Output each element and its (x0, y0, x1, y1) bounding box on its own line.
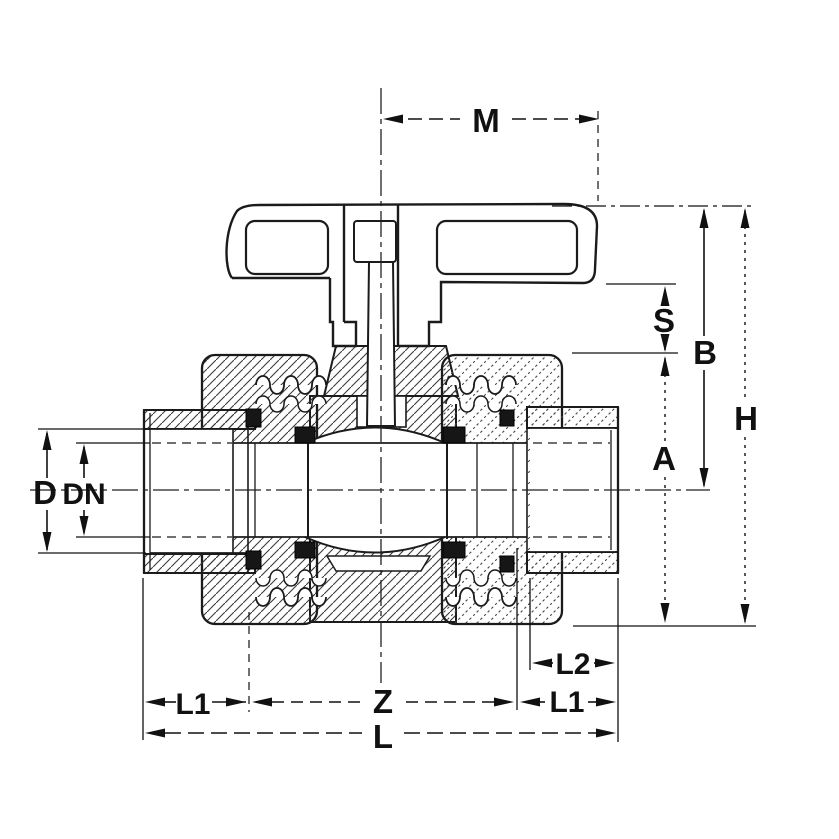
dim-label-L2: L2 (555, 648, 590, 681)
arrowhead (252, 697, 272, 707)
dim-DN (79, 444, 89, 536)
arrowhead (740, 604, 750, 624)
dim-label-L1-left: L1 (175, 688, 210, 721)
seat-seal (442, 426, 466, 444)
o-ring (245, 550, 262, 570)
dimensions (38, 111, 756, 742)
dim-label-S: S (653, 302, 675, 339)
arrowhead (532, 658, 552, 668)
dim-label-Z: Z (373, 683, 393, 720)
arrowhead (42, 532, 52, 552)
arrowhead (660, 356, 670, 376)
thread-zigzag (445, 569, 517, 587)
handle-window-left (244, 219, 330, 276)
thread-zigzag (255, 375, 327, 395)
dim-label-L1-right: L1 (549, 686, 584, 719)
handle-window-right (435, 219, 579, 276)
arrowhead (79, 444, 89, 464)
centerlines (30, 88, 710, 683)
dim-L1-left (145, 697, 246, 707)
arrowhead (596, 728, 616, 738)
dim-M (383, 114, 599, 124)
seal-rings (245, 408, 515, 573)
dim-label-D: D (33, 474, 57, 511)
thread-zigzag (255, 395, 327, 413)
arrowhead (660, 603, 670, 623)
dim-label-H: H (734, 400, 758, 437)
arrowhead (226, 697, 246, 707)
thread-zigzag (255, 569, 327, 587)
o-ring (245, 408, 262, 428)
arrowhead (660, 286, 670, 306)
arrowhead (79, 516, 89, 536)
arrowhead (740, 208, 750, 228)
arrowhead (699, 208, 709, 228)
dim-label-B: B (693, 334, 717, 371)
arrowhead (145, 697, 165, 707)
thread-zigzag (445, 375, 517, 395)
arrowhead (494, 697, 514, 707)
dim-B (699, 208, 709, 488)
arrowhead (596, 697, 616, 707)
dim-label-L: L (373, 718, 393, 755)
valve-handle (225, 202, 599, 348)
arrowhead (520, 697, 540, 707)
thread-zigzag (445, 395, 517, 413)
thread-zigzag (445, 587, 517, 607)
thread-zigzag (255, 587, 327, 607)
dim-L (145, 728, 616, 738)
arrowhead (595, 658, 615, 668)
dim-A (660, 356, 670, 623)
dim-label-DN: DN (62, 478, 105, 511)
dimension-labels: M S B H A D DN L1 Z L1 L2 L (33, 102, 758, 755)
seat-seal (442, 541, 466, 559)
arrowhead (579, 114, 599, 124)
arrowhead (145, 728, 165, 738)
dim-L1-right (520, 697, 616, 707)
dim-label-M: M (472, 102, 500, 139)
dim-Z (252, 697, 514, 707)
seat-retainer (325, 555, 432, 572)
o-ring (499, 409, 515, 427)
o-ring (499, 555, 515, 573)
arrowhead (42, 430, 52, 450)
arrowhead (660, 334, 670, 352)
dim-S (660, 286, 670, 352)
arrowhead (699, 468, 709, 488)
arrowhead (383, 114, 403, 124)
dim-label-A: A (652, 440, 676, 477)
ball-bottom-arc (304, 536, 446, 554)
dim-H (740, 208, 750, 624)
dim-L2 (532, 658, 615, 668)
handle-outline (225, 202, 599, 348)
seat-seal (294, 541, 316, 559)
stem-cap (353, 220, 397, 263)
seat-seal (294, 426, 316, 444)
dim-D (42, 430, 52, 552)
